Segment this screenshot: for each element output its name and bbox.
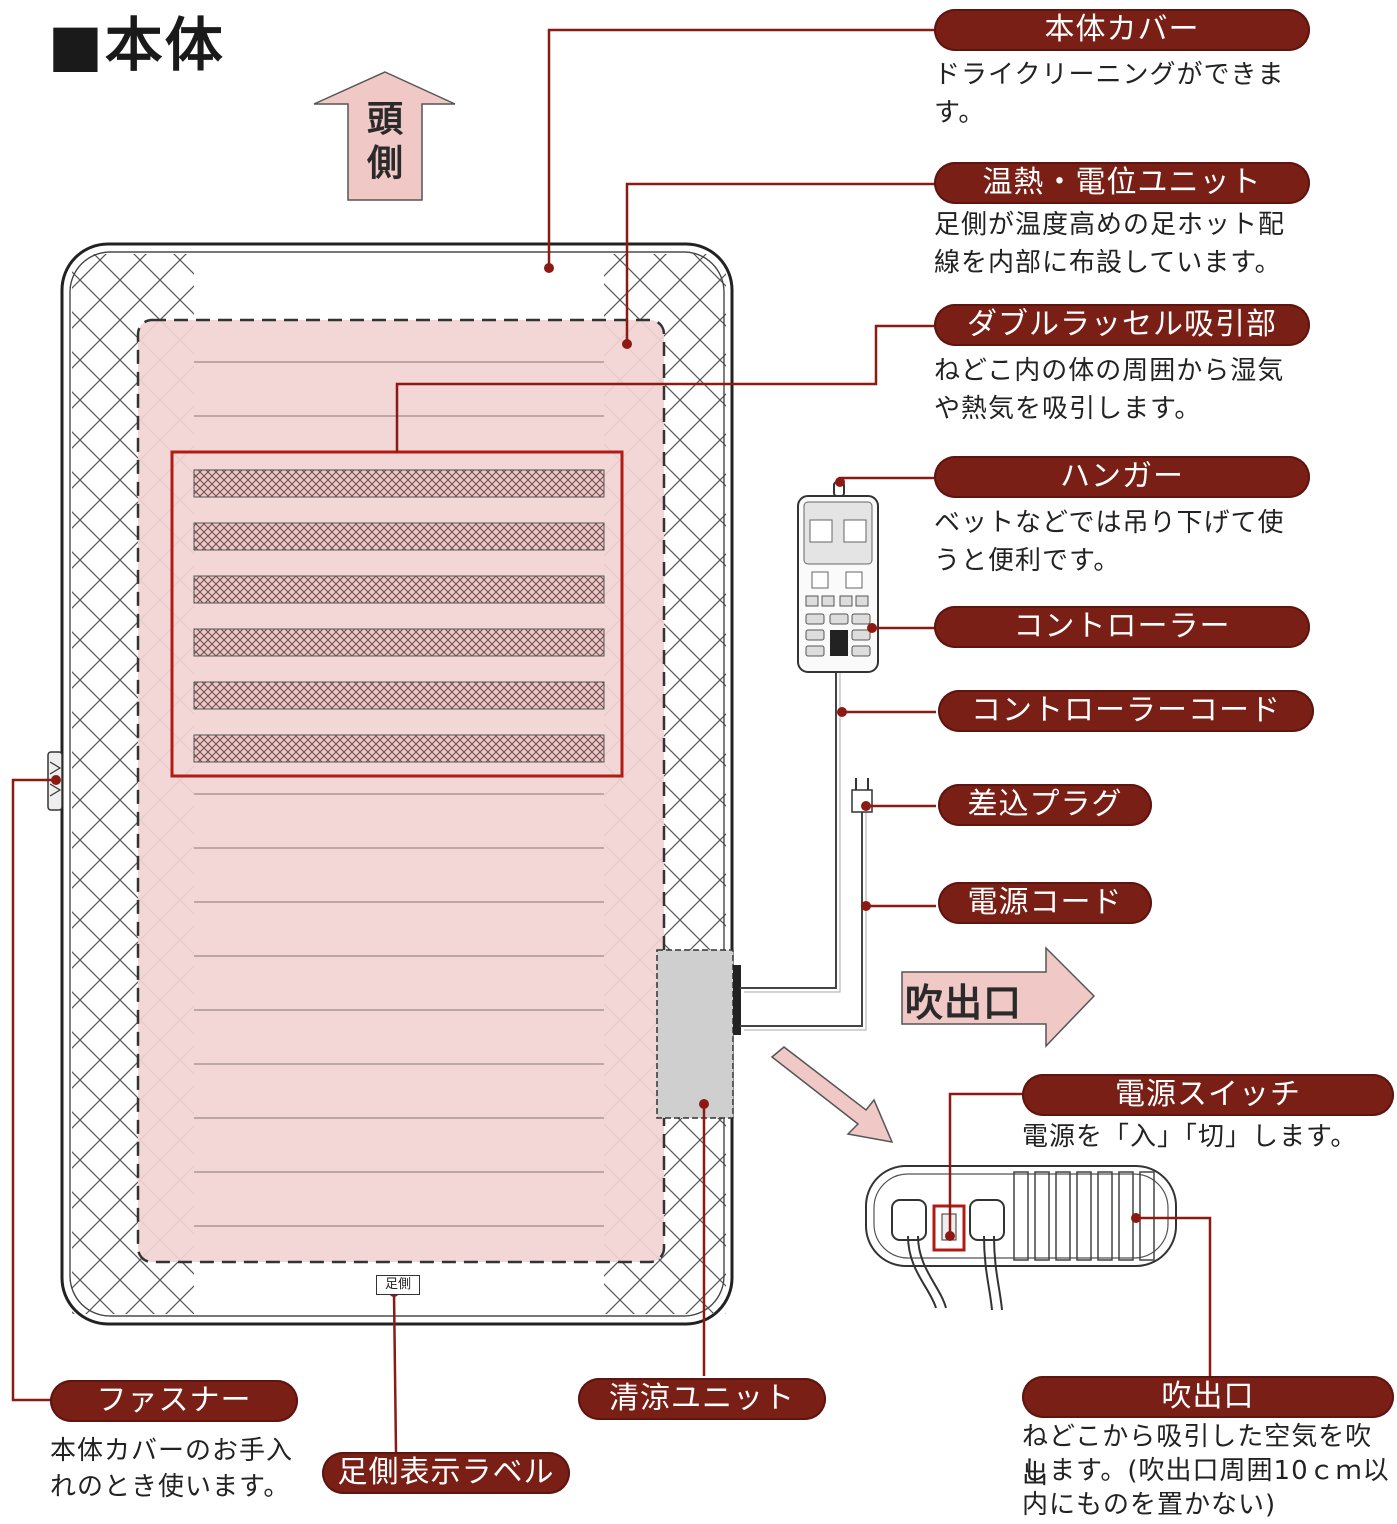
outlet-slat bbox=[1013, 1171, 1029, 1261]
desc-heat-unit-1: 足側が温度高めの足ホット配 bbox=[934, 210, 1286, 240]
label-plug: 差込プラグ bbox=[938, 784, 1152, 826]
page-title: ■本体 bbox=[48, 11, 225, 79]
label-cooling-unit: 清涼ユニット bbox=[578, 1378, 826, 1420]
mesh-band bbox=[193, 734, 605, 763]
outlet-detail bbox=[865, 1165, 1177, 1311]
desc-cover-2: す。 bbox=[934, 98, 986, 128]
desc-cover-1: ドライクリーニングができま bbox=[934, 60, 1285, 90]
cooling-unit bbox=[656, 949, 741, 1119]
desc-fastener-1: 本体カバーのお手入 bbox=[50, 1436, 294, 1466]
desc-hanger-2: うと便利です。 bbox=[934, 546, 1121, 576]
controller-cord-line bbox=[740, 668, 867, 1031]
label-cover: 本体カバー bbox=[934, 9, 1310, 51]
mesh-bands bbox=[193, 469, 605, 763]
outlet-slat bbox=[1055, 1171, 1071, 1261]
mattress bbox=[47, 242, 741, 1326]
outlet-slat bbox=[1076, 1171, 1092, 1261]
desc-heat-unit-2: 線を内部に布設しています。 bbox=[934, 248, 1282, 278]
label-fastener: ファスナー bbox=[50, 1380, 298, 1422]
outlet-arrow-label: 吹出口 bbox=[905, 981, 1023, 1025]
label-outlet: 吹出口 bbox=[1022, 1376, 1394, 1418]
desc-suction-2: や熱気を吸引します。 bbox=[934, 394, 1202, 424]
label-controller: コントローラー bbox=[934, 606, 1310, 648]
label-controller-cord: コントローラーコード bbox=[938, 690, 1314, 732]
pad-area bbox=[136, 318, 666, 1264]
mesh-band bbox=[193, 575, 605, 604]
label-suction: ダブルラッセル吸引部 bbox=[934, 304, 1310, 346]
desc-power-switch-1: 電源を「入」「切」します。 bbox=[1022, 1122, 1358, 1152]
outlet-slat bbox=[1097, 1171, 1113, 1261]
desc-outlet-2: します。(吹出口周囲10ｃｍ以 bbox=[1022, 1456, 1390, 1486]
outlet-direction-arrow bbox=[901, 946, 1096, 1048]
label-heat-unit: 温熱・電位ユニット bbox=[934, 162, 1310, 204]
desc-outlet-3: 内にものを置かない) bbox=[1022, 1490, 1277, 1520]
head-side-arrow bbox=[313, 71, 456, 201]
desc-hanger-1: ベットなどでは吊り下げて使 bbox=[934, 508, 1285, 538]
label-foot-label: 足側表示ラベル bbox=[322, 1452, 570, 1494]
desc-outlet-1: ねどこから吸引した空気を吹出 bbox=[1022, 1422, 1373, 1490]
desc-fastener-2: れのとき使います。 bbox=[50, 1472, 291, 1502]
mesh-band bbox=[193, 522, 605, 551]
outlet-slat bbox=[1034, 1171, 1050, 1261]
label-power-switch: 電源スイッチ bbox=[1022, 1074, 1394, 1116]
mesh-band bbox=[193, 628, 605, 657]
desc-suction-1: ねどこ内の体の周囲から湿気 bbox=[934, 356, 1285, 386]
zoom-arrow bbox=[770, 1046, 894, 1143]
mesh-band bbox=[193, 681, 605, 710]
mesh-band bbox=[193, 469, 605, 498]
controller bbox=[797, 481, 879, 673]
foot-side-label-tag: 足側 bbox=[376, 1275, 420, 1295]
head-side-arrow-label: 頭側 bbox=[366, 99, 403, 184]
label-power-cord: 電源コード bbox=[938, 882, 1152, 924]
label-hanger: ハンガー bbox=[934, 456, 1310, 498]
